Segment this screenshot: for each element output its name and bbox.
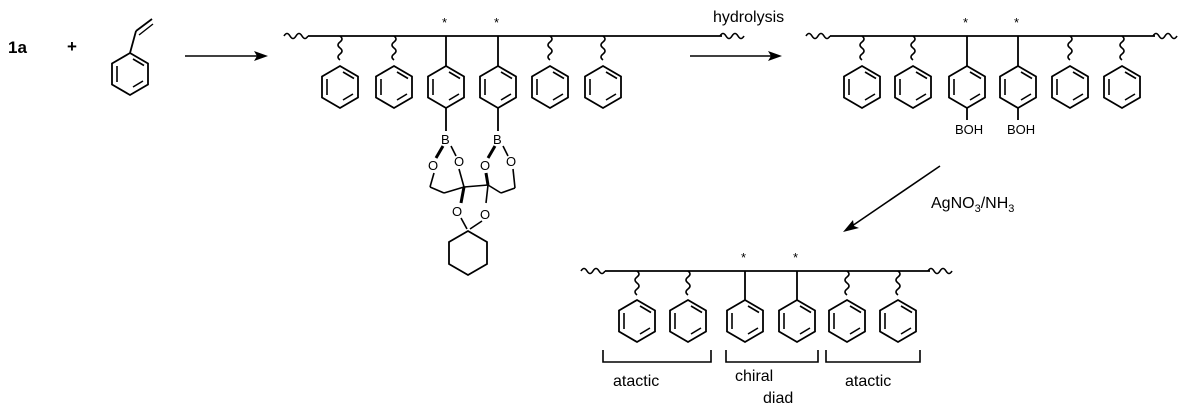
segment-label-atactic: atactic <box>613 373 659 390</box>
styrene-monomer <box>111 18 154 96</box>
stereocenter-star: * <box>442 15 447 30</box>
segment-label-diad: diad <box>763 390 793 407</box>
boronic-acid-label: BOH <box>955 122 983 137</box>
boronic-acid-polymer: * * BOH BOH <box>805 15 1178 137</box>
compound-label-1a: 1a <box>8 38 27 57</box>
stereocenter-star: * <box>963 15 968 30</box>
stereocenter-star: * <box>494 15 499 30</box>
boronic-acid-label: BOH <box>1007 122 1035 137</box>
product-polystyrene: * * atactic chiral diad atactic <box>580 250 953 407</box>
boron-atom: B <box>493 132 502 147</box>
segment-label-atactic: atactic <box>845 373 891 390</box>
plus-sign: + <box>67 37 77 56</box>
hydrolysis-label: hydrolysis <box>713 9 784 26</box>
segment-label-chiral: chiral <box>735 368 773 385</box>
oxygen-atom: O <box>452 204 462 219</box>
bracket-chiral-diad <box>725 350 819 363</box>
oxygen-atom: O <box>480 207 490 222</box>
stereocenter-star: * <box>793 250 798 265</box>
oxygen-atom: O <box>454 154 464 169</box>
reagent-label: AgNO3/NH3 <box>931 195 1014 215</box>
stereocenter-star: * <box>1014 15 1019 30</box>
reactant-group: 1a + <box>8 18 154 96</box>
arrow-hydrolysis: hydrolysis <box>690 9 784 61</box>
boron-atom: B <box>441 132 450 147</box>
cyclohexane-ring <box>448 229 488 277</box>
oxygen-atom: O <box>506 154 516 169</box>
template-polymer: * * B B O O O O O O <box>283 15 745 277</box>
arrow-silver-nitrate: AgNO3/NH3 <box>843 165 1014 232</box>
oxygen-atom: O <box>428 158 438 173</box>
stereocenter-star: * <box>741 250 746 265</box>
arrow-polymerization <box>185 51 268 61</box>
oxygen-atom: O <box>480 158 490 173</box>
bracket-atactic-right <box>825 350 921 363</box>
bracket-atactic-left <box>602 350 712 363</box>
